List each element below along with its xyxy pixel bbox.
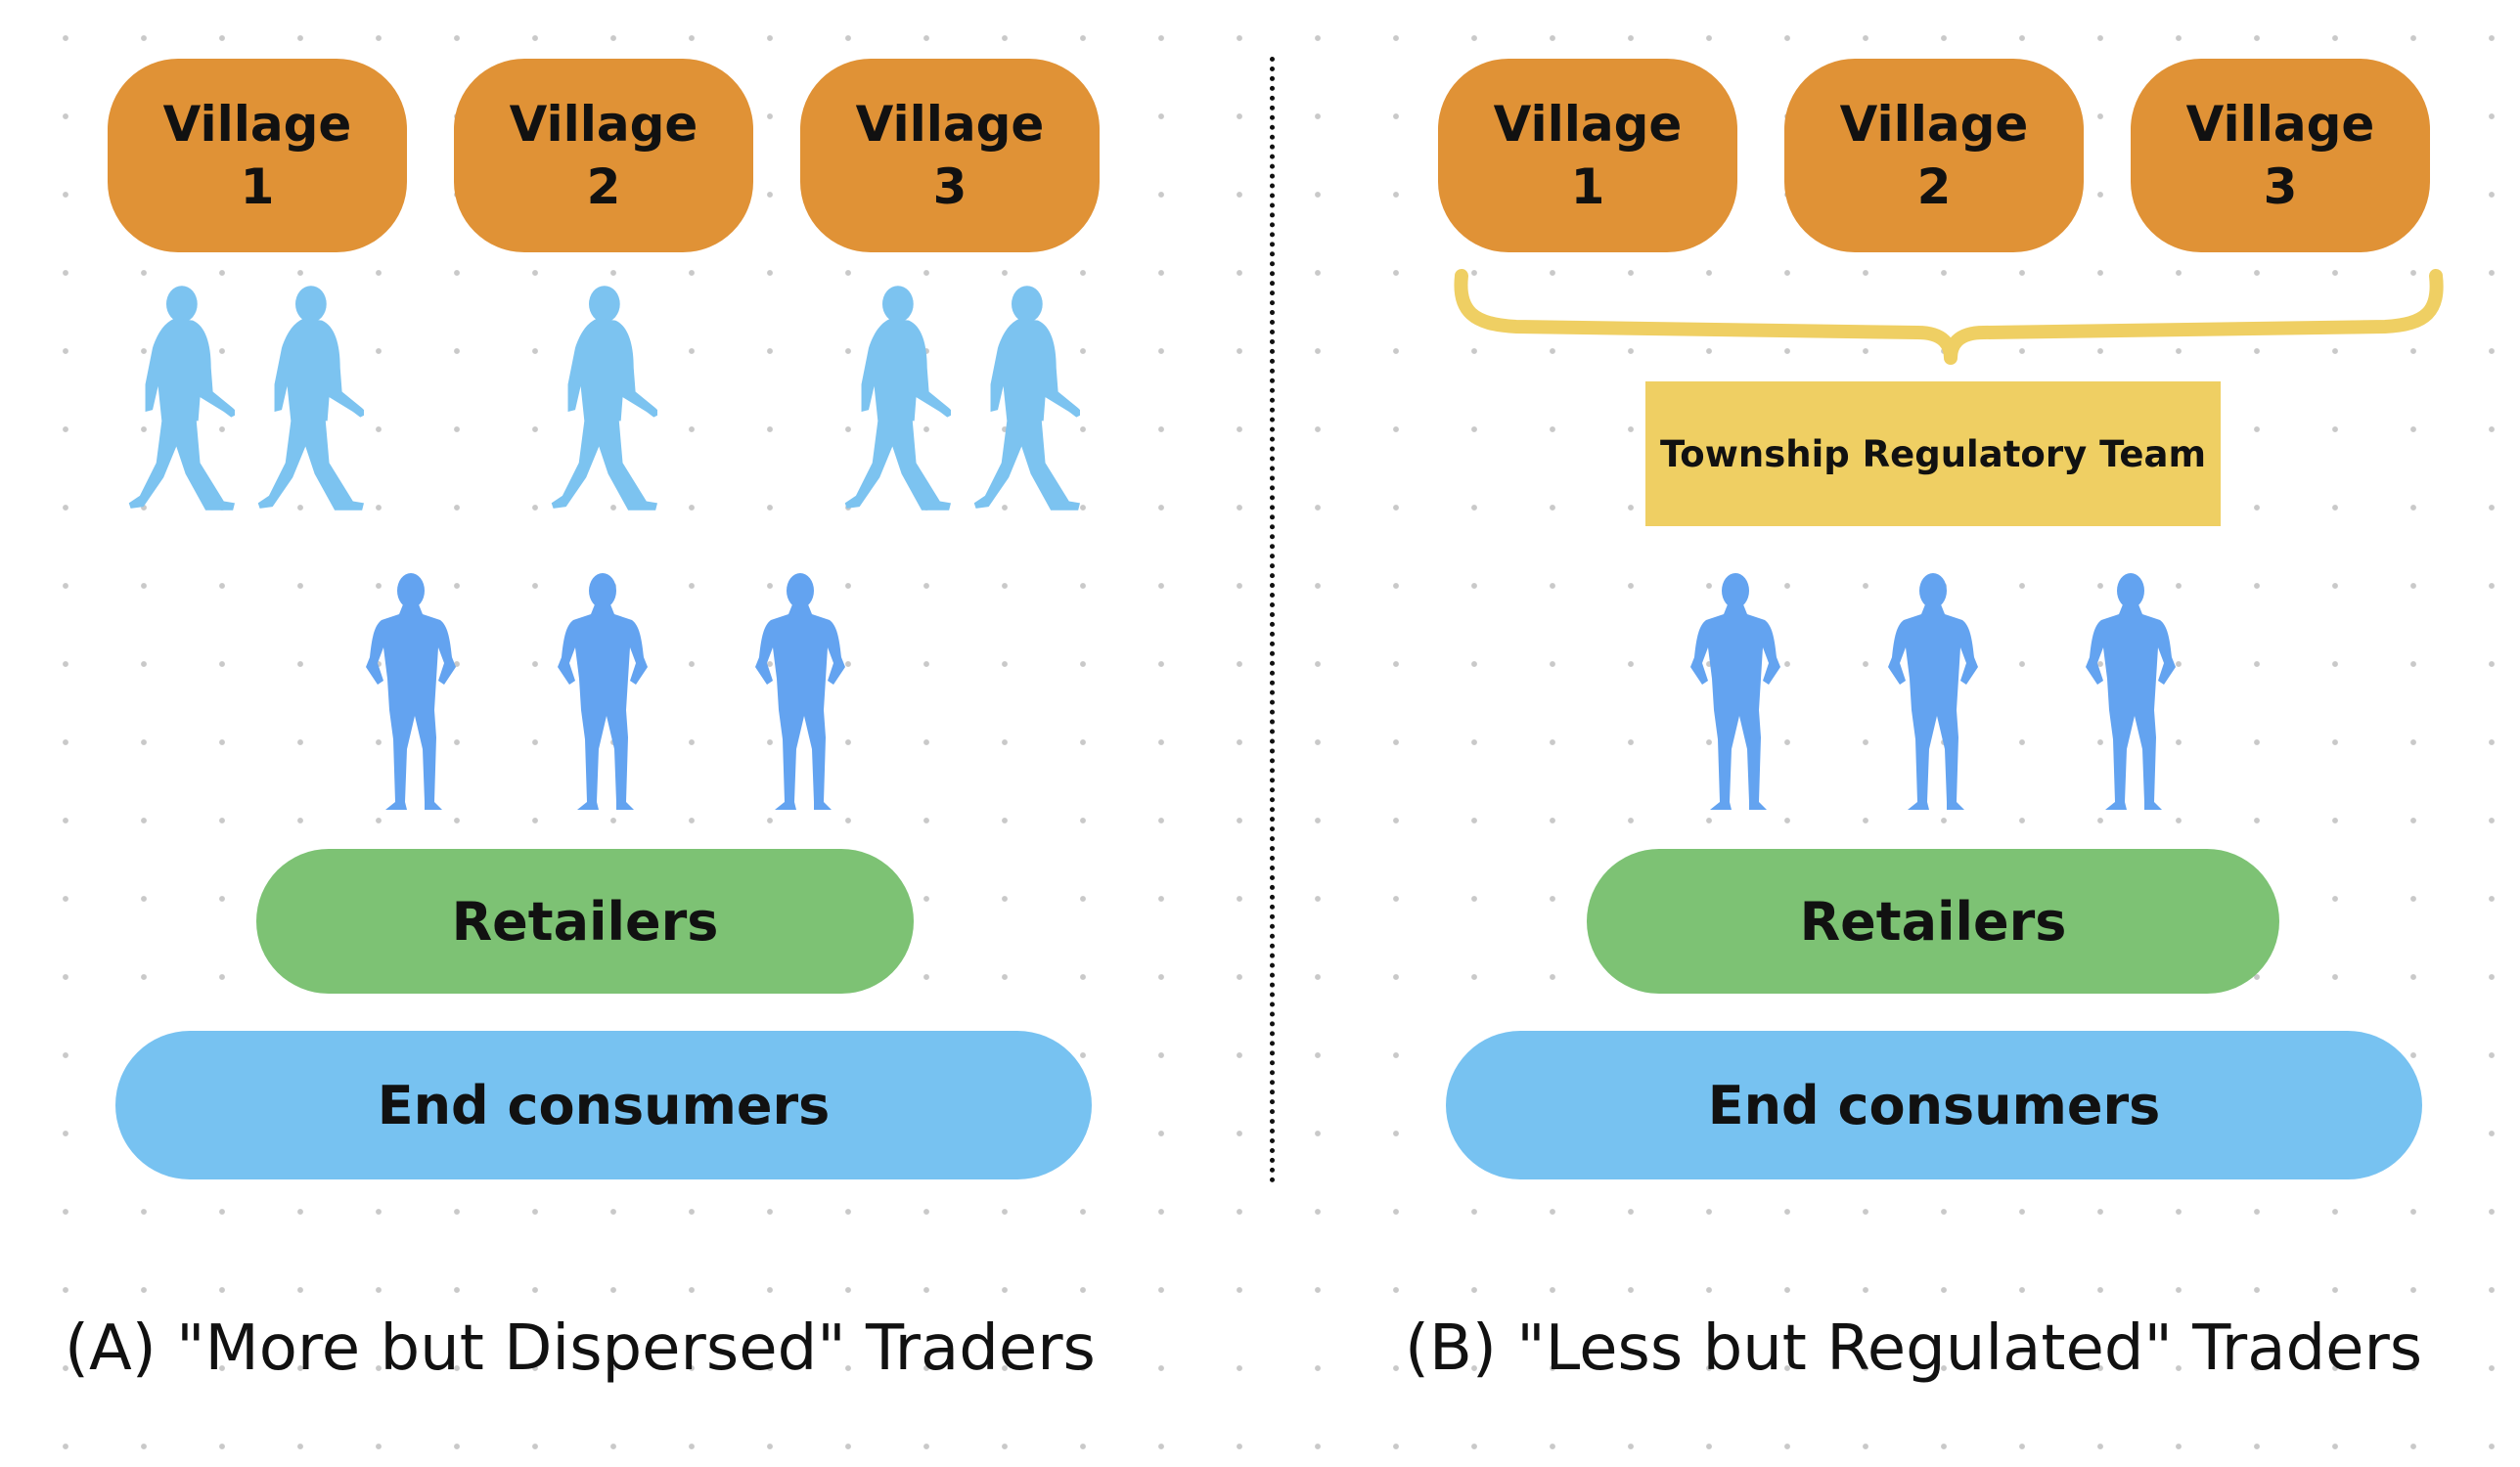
retailer-person-icon xyxy=(1884,571,1982,816)
retailers-box-a: Retailers xyxy=(256,849,914,994)
village-number: 1 xyxy=(240,158,275,215)
walking-trader-icon xyxy=(548,276,657,520)
walking-trader-icon xyxy=(254,276,364,520)
end-consumers-box-b: End consumers xyxy=(1446,1031,2422,1179)
retailer-person-icon xyxy=(362,571,460,816)
village-label: Village xyxy=(1493,96,1683,153)
village-number: 2 xyxy=(1916,158,1952,215)
retailers-label: Retailers xyxy=(1799,890,2067,953)
village-number: 3 xyxy=(2263,158,2298,215)
end-consumers-box-a: End consumers xyxy=(115,1031,1092,1179)
retailer-person-icon xyxy=(554,571,652,816)
township-regulatory-team-box: Township Regulatory Team xyxy=(1645,381,2221,526)
end-consumers-label: End consumers xyxy=(377,1074,831,1136)
village-label: Village xyxy=(162,96,352,153)
panel-divider xyxy=(1270,57,1275,1183)
walking-trader-icon xyxy=(970,276,1080,520)
walking-trader-icon xyxy=(841,276,951,520)
retailers-box-b: Retailers xyxy=(1587,849,2279,994)
caption-b: (B) "Less but Regulated" Traders xyxy=(1405,1312,2423,1385)
village-number: 1 xyxy=(1570,158,1605,215)
village-label: Village xyxy=(509,96,698,153)
curly-brace-icon xyxy=(1454,269,2444,365)
walking-trader-icon xyxy=(125,276,235,520)
retailer-person-icon xyxy=(2082,571,2180,816)
village-label: Village xyxy=(2185,96,2375,153)
retailer-person-icon xyxy=(1687,571,1784,816)
village-label: Village xyxy=(855,96,1045,153)
regulatory-team-label: Township Regulatory Team xyxy=(1659,432,2207,475)
retailers-label: Retailers xyxy=(451,890,719,953)
village-label: Village xyxy=(1839,96,2029,153)
village-number: 3 xyxy=(932,158,968,215)
caption-a: (A) "More but Dispersed" Traders xyxy=(65,1312,1096,1385)
village-number: 2 xyxy=(586,158,621,215)
end-consumers-label: End consumers xyxy=(1707,1074,2161,1136)
retailer-person-icon xyxy=(751,571,849,816)
